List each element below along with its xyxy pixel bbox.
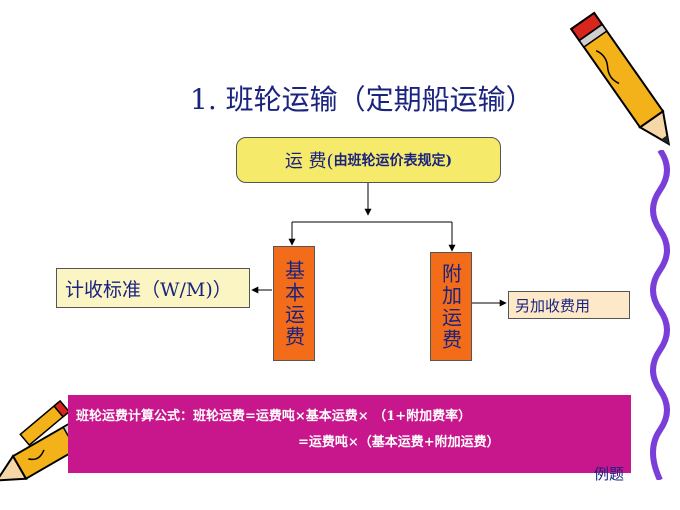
- freight-box: 运 费( 由班轮运价表规定): [236, 137, 501, 183]
- example-link[interactable]: 例题: [594, 465, 625, 483]
- additional-freight-label: 附加运费: [438, 262, 463, 351]
- formula-panel: [68, 395, 631, 473]
- formula-line-1: 班轮运费计算公式：班轮运费=运费吨×基本运费× （1+附加费率）: [76, 409, 472, 424]
- base-freight-label: 基本运费: [281, 259, 306, 348]
- additional-freight-box: 附加运费: [430, 252, 472, 361]
- freight-box-note: 由班轮运价表规定): [333, 153, 453, 169]
- base-freight-box: 基本运费: [273, 246, 315, 361]
- extra-fee-box: 另加收费用: [508, 291, 630, 319]
- billing-standard-box: 计收标准（W/M)）: [56, 268, 250, 308]
- billing-standard-label: 计收标准（W/M)）: [65, 278, 232, 301]
- pencil-decoration-top-right-icon: [569, 11, 671, 146]
- wavy-line-decoration-icon: [650, 150, 670, 480]
- page-title: 1. 班轮运输（定期船运输）: [190, 83, 534, 116]
- freight-box-label: 运 费(: [284, 151, 334, 172]
- extra-fee-label: 另加收费用: [515, 296, 591, 315]
- formula-line-2: =运费吨×（基本运费+附加运费）: [298, 435, 500, 450]
